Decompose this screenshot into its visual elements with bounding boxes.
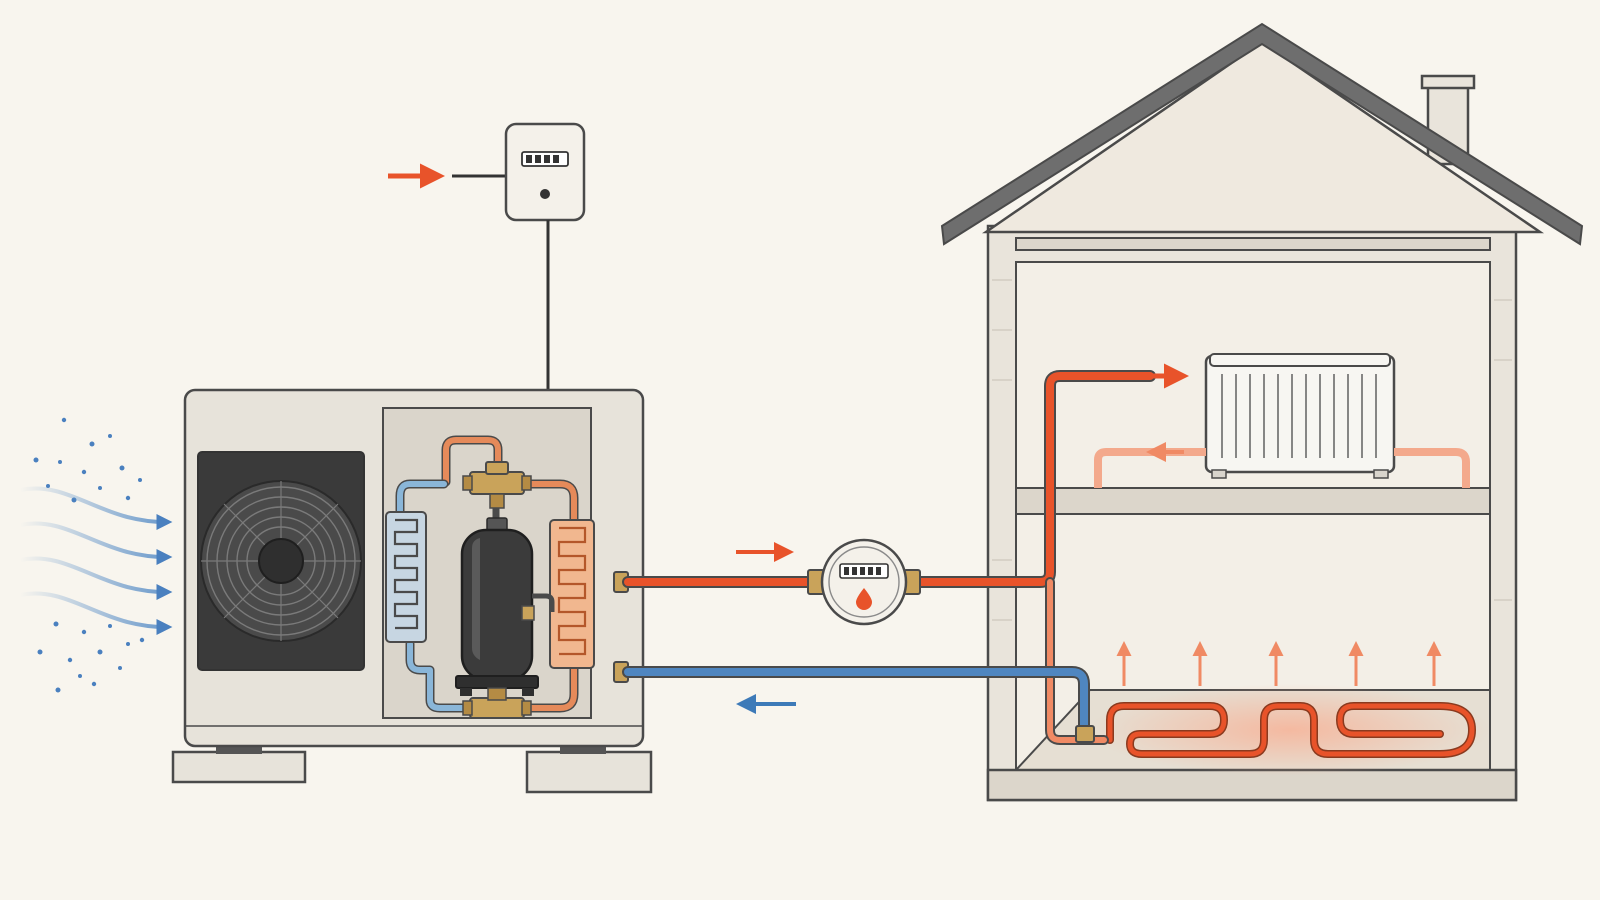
unit-foot-right xyxy=(525,750,653,794)
heat-meter-icon xyxy=(807,538,921,626)
roof xyxy=(940,22,1584,246)
expansion-valve xyxy=(462,687,532,719)
reversing-valve xyxy=(462,461,532,509)
air-flow-line xyxy=(19,591,173,635)
heat-rise-arrows xyxy=(1116,641,1442,686)
condenser-coil xyxy=(549,519,595,669)
refrigerant-circuit xyxy=(395,435,579,713)
electric-meter-icon xyxy=(504,122,586,222)
first-floor-slab xyxy=(1015,487,1491,515)
water-circuit xyxy=(622,370,1156,745)
radiator-return-pipe xyxy=(1094,448,1206,488)
radiator-outlet-pipe xyxy=(1394,448,1470,488)
fan-icon xyxy=(197,451,365,671)
radiator-icon xyxy=(1204,353,1396,479)
outdoor-unit xyxy=(171,388,653,794)
air-flow-line xyxy=(19,486,173,530)
outside-air xyxy=(19,417,173,693)
air-flow-line xyxy=(19,556,173,600)
evaporator-coil xyxy=(385,511,427,643)
air-flow-line xyxy=(19,521,173,565)
underfloor-heating-icon xyxy=(1090,641,1490,776)
gable xyxy=(981,40,1545,234)
unit-foot-left xyxy=(171,750,307,784)
compressor-icon xyxy=(455,517,555,696)
